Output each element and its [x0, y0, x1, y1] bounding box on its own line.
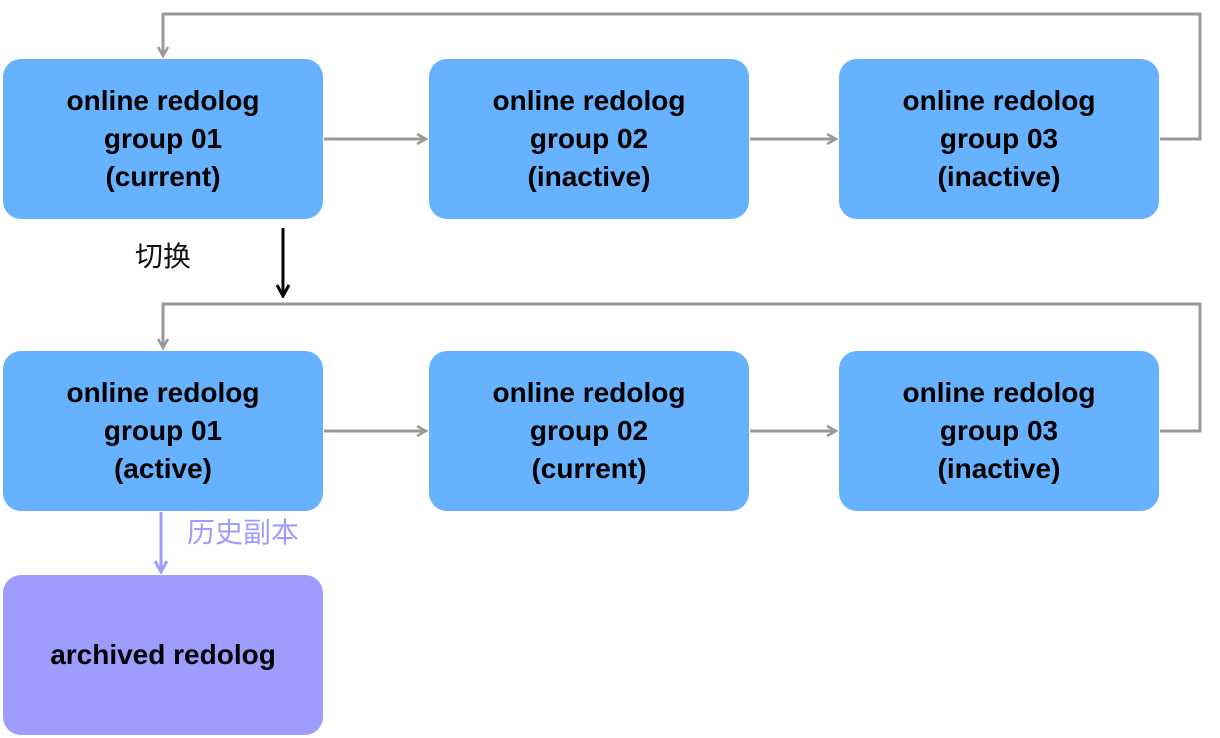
node-line1: online redolog — [902, 85, 1096, 116]
archived-redolog-node: archived redolog — [3, 575, 323, 735]
node-line1: online redolog — [902, 377, 1096, 408]
node-line1: online redolog — [66, 377, 260, 408]
switch-label: 切换 — [135, 240, 192, 273]
row2-group03-node: online redolog group 03 (inactive) — [839, 351, 1159, 511]
node-line3: (inactive) — [527, 161, 651, 192]
node-line1: online redolog — [492, 85, 686, 116]
node-line3: (active) — [113, 453, 213, 484]
node-line2: group 01 — [103, 123, 223, 154]
node-line3: (inactive) — [937, 161, 1061, 192]
row2-group01-node: online redolog group 01 (active) — [3, 351, 323, 511]
node-line2: group 03 — [939, 415, 1059, 446]
row2-group02-node: online redolog group 02 (current) — [429, 351, 749, 511]
node-line1: online redolog — [492, 377, 686, 408]
row1-loop-connector — [163, 12, 1202, 141]
row2-loop-connector — [163, 302, 1202, 433]
archived-label: archived redolog — [50, 639, 276, 670]
node-line2: group 02 — [529, 415, 649, 446]
node-line3: (current) — [105, 161, 221, 192]
row1-group03-node: online redolog group 03 (inactive) — [839, 59, 1159, 219]
node-line2: group 01 — [103, 415, 223, 446]
row1-group01-node: online redolog group 01 (current) — [3, 59, 323, 219]
node-line2: group 02 — [529, 123, 649, 154]
node-line3: (inactive) — [937, 453, 1061, 484]
node-line2: group 03 — [939, 123, 1059, 154]
history-label: 历史副本 — [187, 516, 300, 549]
row1-group02-node: online redolog group 02 (inactive) — [429, 59, 749, 219]
node-line3: (current) — [531, 453, 647, 484]
node-line1: online redolog — [66, 85, 260, 116]
